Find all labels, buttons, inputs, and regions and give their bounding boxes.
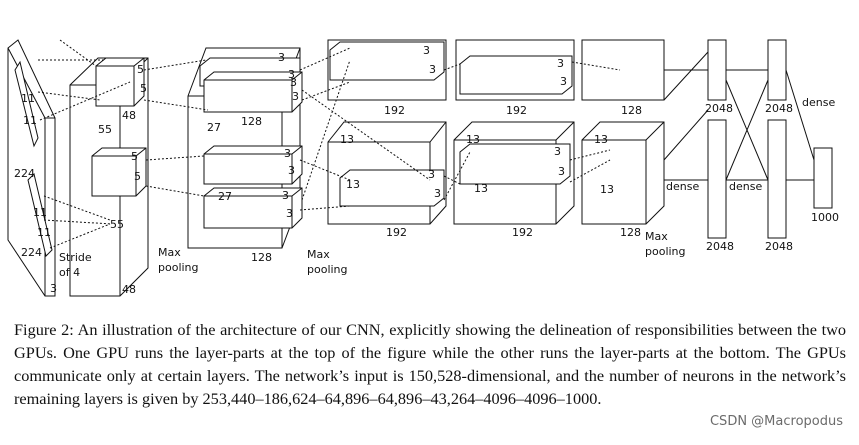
- label-c2-k3g: 3: [282, 189, 289, 202]
- label-stride: Stride: [59, 251, 92, 264]
- label-c2-128b: 128: [251, 251, 272, 264]
- label-stride2: of 4: [59, 266, 80, 279]
- label-maxpool2b: pooling: [307, 263, 348, 276]
- label-maxpool2: Max: [307, 248, 330, 261]
- label-input-h: 224: [14, 167, 35, 180]
- label-c3-k3d: 3: [434, 187, 441, 200]
- cnn-architecture-figure: 11 11 11 11 224 224 Stride of 4 3 55 48 …: [7, 39, 839, 297]
- label-maxpool1: Max: [158, 246, 181, 259]
- label-c1-spatial2: 55: [110, 218, 124, 231]
- fc-connections: [663, 51, 815, 181]
- conv1-top-kernel: [95, 57, 145, 107]
- label-fc-2048a: 2048: [705, 102, 733, 115]
- fc6-bottom: [707, 119, 727, 239]
- conv4-bottom-volume: [453, 121, 575, 225]
- label-c2-k3c: 3: [290, 76, 297, 89]
- label-c2-k3e: 3: [284, 147, 291, 160]
- label-c3-13a: 13: [340, 133, 354, 146]
- label-dense3: dense: [802, 96, 835, 109]
- label-c3-k3c: 3: [428, 168, 435, 181]
- label-out-1000: 1000: [811, 211, 839, 224]
- label-c3-k3b: 3: [429, 63, 436, 76]
- label-c5-128a: 128: [621, 104, 642, 117]
- label-c4-k3a: 3: [557, 57, 564, 70]
- label-dense2: dense: [729, 180, 762, 193]
- label-c4-13b: 13: [474, 182, 488, 195]
- watermark: CSDN @Macropodus: [709, 414, 843, 429]
- label-input-k-top2: 11: [23, 114, 37, 127]
- conv5-top-volume: [581, 39, 665, 101]
- label-c3-k3a: 3: [423, 44, 430, 57]
- label-c2-k3b: 3: [288, 68, 295, 81]
- label-c2-k3d: 3: [292, 90, 299, 103]
- conv2-bottom-kernel2: [203, 187, 303, 229]
- fc7-top: [767, 39, 787, 101]
- label-k5c: 5: [131, 150, 138, 163]
- figure-labels: 11 11 11 11 224 224 Stride of 4 3 55 48 …: [14, 44, 839, 296]
- input-volume: [7, 39, 56, 297]
- label-dense1: dense: [666, 180, 699, 193]
- figure-caption: Figure 2: An illustration of the archite…: [14, 320, 846, 408]
- conv2-top-kernel2: [203, 71, 303, 113]
- label-input-depth: 3: [50, 282, 57, 295]
- label-c3-192b: 192: [386, 226, 407, 239]
- conv3-top-volume: [327, 39, 447, 101]
- fc8-output: [813, 147, 833, 209]
- label-c3-192a: 192: [384, 104, 405, 117]
- fc6-top: [707, 39, 727, 101]
- label-k5d: 5: [134, 170, 141, 183]
- receptive-field-lines: [37, 39, 621, 249]
- label-c4-192b: 192: [512, 226, 533, 239]
- label-maxpool3: Max: [645, 230, 668, 243]
- conv3-bottom-volume: [327, 121, 447, 225]
- conv1-bottom-kernel: [91, 147, 147, 197]
- label-c2-k3f: 3: [288, 164, 295, 177]
- label-c1-bot-depth: 48: [122, 283, 136, 296]
- label-k5a: 5: [137, 63, 144, 76]
- label-fc-2048d: 2048: [765, 240, 793, 253]
- label-c5-128b: 128: [620, 226, 641, 239]
- label-c2-27b: 27: [218, 190, 232, 203]
- label-fc-2048c: 2048: [706, 240, 734, 253]
- label-c4-13a: 13: [466, 133, 480, 146]
- label-input-k-bot: 11: [33, 206, 47, 219]
- label-fc-2048b: 2048: [765, 102, 793, 115]
- label-c3-13b: 13: [346, 178, 360, 191]
- label-c2-27a: 27: [207, 121, 221, 134]
- label-maxpool1b: pooling: [158, 261, 199, 274]
- conv4-top-volume: [455, 39, 575, 101]
- label-c1-spatial: 55: [98, 123, 112, 136]
- label-c5-13a: 13: [594, 133, 608, 146]
- fc7-bottom: [767, 119, 787, 239]
- label-c4-k3d: 3: [558, 165, 565, 178]
- label-input-k-top: 11: [21, 92, 35, 105]
- label-c4-192a: 192: [506, 104, 527, 117]
- label-c2-128a: 128: [241, 115, 262, 128]
- label-maxpool3b: pooling: [645, 245, 686, 258]
- label-c4-k3c: 3: [554, 145, 561, 158]
- label-c2-k3h: 3: [286, 207, 293, 220]
- label-c5-13b: 13: [600, 183, 614, 196]
- conv5-bottom-volume: [581, 121, 665, 225]
- label-k5b: 5: [140, 82, 147, 95]
- label-input-k-bot2: 11: [37, 226, 51, 239]
- label-c1-top-depth: 48: [122, 109, 136, 122]
- conv2-bottom-kernel1: [203, 145, 303, 185]
- label-c2-k3a: 3: [278, 51, 285, 64]
- label-input-w: 224: [21, 246, 42, 259]
- label-c4-k3b: 3: [560, 75, 567, 88]
